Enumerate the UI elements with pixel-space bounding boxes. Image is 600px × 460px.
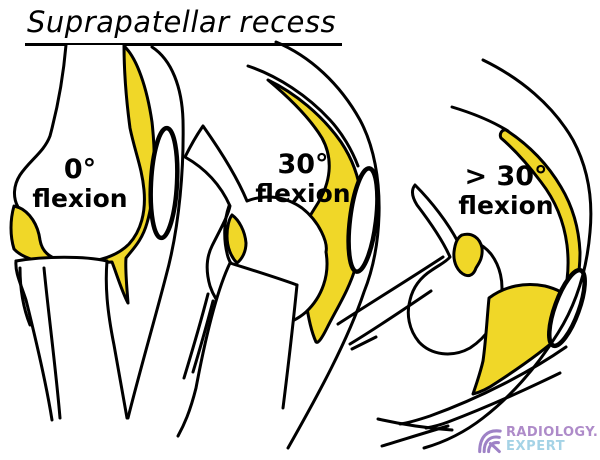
logo-line2: EXPERT (506, 439, 566, 454)
fibula-line-2 (191, 299, 215, 374)
tibia-plateau-line (228, 261, 299, 287)
label-0-flexion: 0° flexion (15, 154, 145, 214)
recess-wedge (225, 213, 248, 265)
radiology-expert-r-icon (478, 429, 502, 454)
tibia-front-edge (104, 259, 129, 420)
quadriceps-tendon-line (246, 64, 360, 168)
posterior-capsule-line (348, 289, 433, 346)
tibia-fill (196, 263, 297, 425)
ankle-line-2 (380, 424, 450, 448)
label-gt30-flexion: > 30° flexion (440, 161, 572, 221)
skin-line (126, 45, 185, 420)
recess-blob (452, 232, 484, 278)
posterior-femur-line (336, 255, 445, 326)
ankle-line (376, 417, 454, 432)
patella-outline (346, 166, 380, 274)
patellar-tendon-line (398, 345, 568, 426)
label-word: flexion (255, 179, 351, 209)
knee-gt30-flexion-drawing (336, 58, 593, 450)
skin-line (274, 40, 381, 450)
tibia-outline (15, 257, 127, 420)
label-word: flexion (458, 191, 554, 221)
tibia-front-edge (424, 371, 562, 430)
tibia-plateau-line (14, 255, 109, 263)
posterior-capsule-fork (350, 335, 378, 351)
fibula-line (182, 292, 210, 380)
knee-30-flexion-drawing (176, 40, 381, 450)
logo-text: RADIOLOGY. EXPERT (506, 426, 598, 453)
patella-outline (547, 267, 587, 349)
suprapatellar-recess-fluid (471, 283, 574, 396)
knee-0-flexion-drawing (9, 43, 185, 422)
skin-line (422, 58, 593, 450)
logo-line1: RADIOLOGY. (506, 425, 599, 441)
capsule-line (18, 266, 32, 327)
quadriceps-tendon-line (450, 105, 510, 133)
tibia-back-edge (176, 261, 232, 438)
label-30-flexion: 30° flexion (238, 149, 368, 209)
fibula-line (42, 266, 62, 420)
patella-outline (148, 125, 180, 241)
tibia-front-edge (281, 283, 299, 410)
label-angle: 0° (63, 154, 97, 185)
radiology-expert-logo: RADIOLOGY. EXPERT (477, 425, 598, 455)
label-word: flexion (32, 184, 128, 214)
page-title: Suprapatellar recess (25, 5, 343, 46)
tibia-back-edge (14, 259, 54, 422)
label-angle: > 30° (464, 161, 548, 192)
label-angle: 30° (277, 149, 329, 180)
